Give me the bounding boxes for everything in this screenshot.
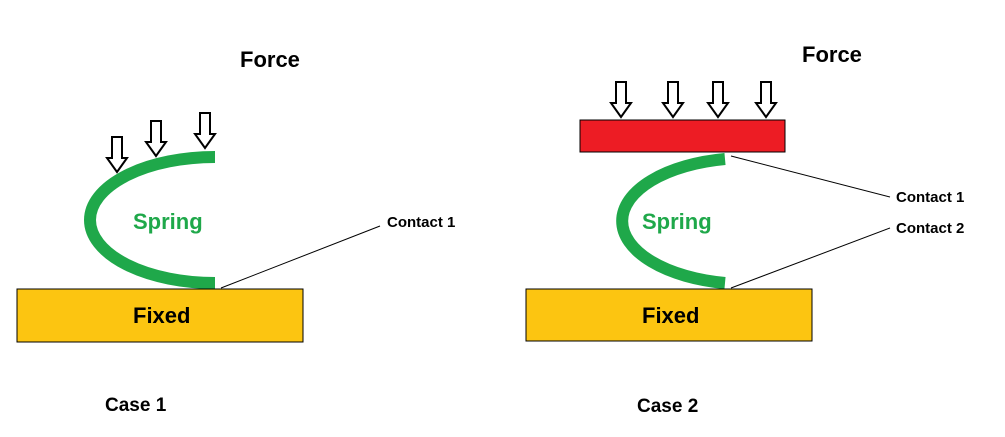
case2-force-arrow-icon bbox=[662, 81, 684, 118]
case1-spring bbox=[84, 151, 216, 289]
case1-force-label: Force bbox=[240, 47, 300, 72]
case2-contact1-leader-line bbox=[730, 155, 891, 198]
case2-force-arrows bbox=[610, 81, 777, 118]
case2-force-arrow-icon bbox=[755, 81, 777, 118]
case2-contact2-label: Contact 2 bbox=[896, 220, 964, 237]
case1-spring-label: Spring bbox=[133, 209, 203, 234]
case2-fixed-base bbox=[525, 288, 813, 342]
case1-caption: Case 1 bbox=[105, 395, 167, 416]
case2-panel: Force Spring Fixed Contact 1 Contact 2 C… bbox=[525, 42, 964, 417]
case2-force-arrow-icon bbox=[707, 81, 729, 118]
case2-force-label: Force bbox=[802, 42, 862, 67]
case1-panel: Force Spring Fixed Contact 1 Case 1 bbox=[16, 47, 455, 416]
case2-contact1-label: Contact 1 bbox=[896, 189, 964, 206]
case2-force-plate bbox=[579, 119, 786, 153]
case2-force-arrow-icon bbox=[610, 81, 632, 118]
case1-contact-leader-line bbox=[220, 225, 381, 289]
case2-spring-label: Spring bbox=[642, 209, 712, 234]
case2-spring bbox=[616, 153, 726, 289]
case1-fixed-label: Fixed bbox=[133, 303, 190, 328]
case2-caption: Case 2 bbox=[637, 396, 698, 417]
case2-contact2-leader-line bbox=[730, 227, 891, 289]
case1-contact-label: Contact 1 bbox=[387, 214, 455, 231]
case1-force-arrow-icon bbox=[194, 112, 216, 149]
case1-fixed-base bbox=[16, 288, 304, 343]
case1-force-arrow-icon bbox=[106, 136, 128, 173]
case1-force-arrow-icon bbox=[145, 120, 167, 157]
case2-fixed-label: Fixed bbox=[642, 303, 699, 328]
